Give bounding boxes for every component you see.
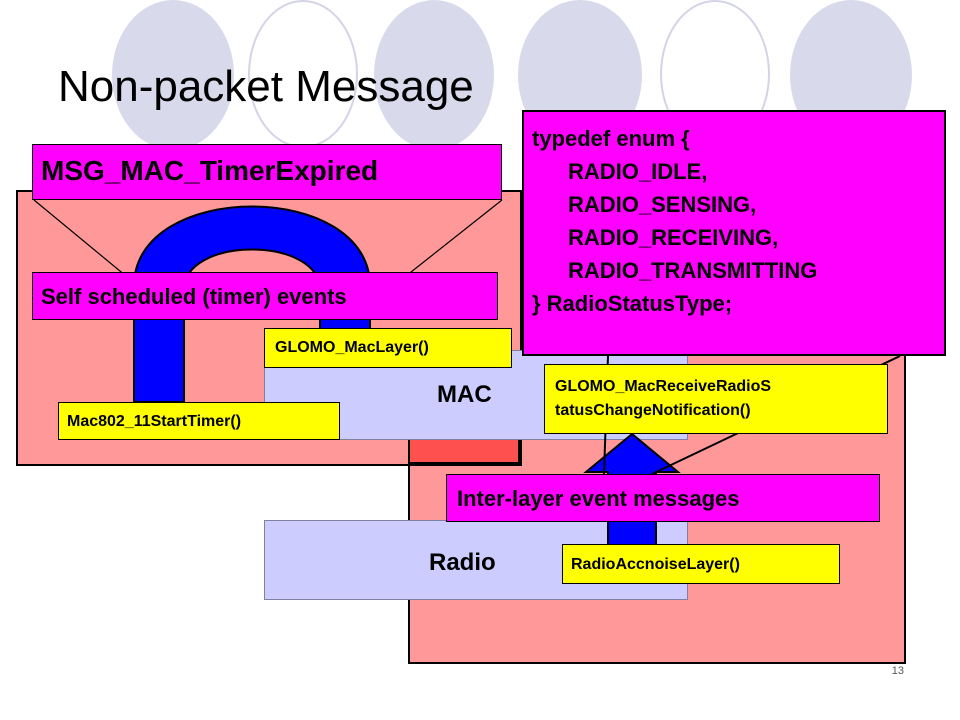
inter-layer-events-label: Inter-layer event messages [446,474,880,522]
mac802-start-timer-label: Mac802_11StartTimer() [58,402,340,440]
slide-title: Non-packet Message [58,62,474,111]
typedef-close: } RadioStatusType; [532,291,733,316]
radio-accnoise-label: RadioAccnoiseLayer() [562,544,840,584]
typedef-member: RADIO_TRANSMITTING [568,258,818,283]
self-scheduled-events-label: Self scheduled (timer) events [32,272,498,320]
radio-status-notification-label: GLOMO_MacReceiveRadioS tatusChangeNotifi… [544,364,888,434]
decor-circle-1 [112,0,234,150]
typedef-member: RADIO_IDLE, [568,159,708,184]
typedef-member: RADIO_SENSING, [568,192,757,217]
typedef-open: typedef enum { [532,126,690,151]
slide-number: 13 [891,665,904,677]
mac-layer-label: MAC [437,381,492,408]
radio-layer-label: Radio [429,549,496,576]
decor-circle-2 [248,0,358,148]
glomo-maclayer-label: GLOMO_MacLayer() [264,328,512,368]
radio-status-typedef: typedef enum { RADIO_IDLE, RADIO_SENSING… [522,110,946,356]
decor-circle-3 [374,0,494,150]
msg-timer-expired-label: MSG_MAC_TimerExpired [32,144,502,200]
notification-line-2: tatusChangeNotification() [555,402,751,419]
notification-line-1: GLOMO_MacReceiveRadioS [555,378,772,395]
typedef-member: RADIO_RECEIVING, [568,225,779,250]
